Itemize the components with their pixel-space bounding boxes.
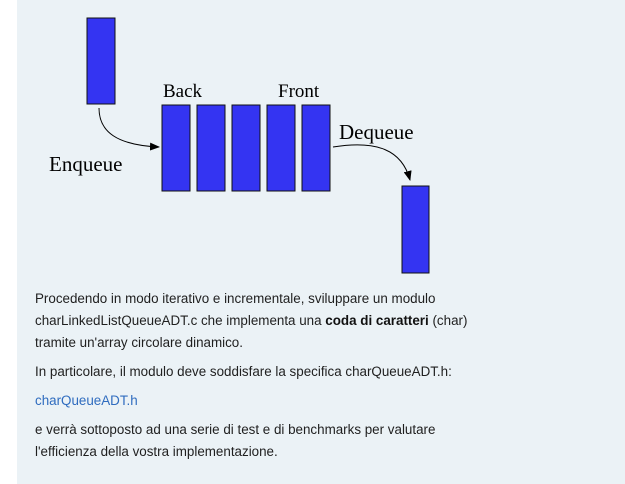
intro-line-2: charLinkedListQueueADT.c che implementa … — [35, 313, 326, 328]
queue-diagram: Back Front Enqueue Dequeue — [49, 17, 430, 274]
queue-slot — [266, 104, 296, 192]
intro-line-1: Procedendo in modo iterativo e increment… — [35, 291, 436, 306]
incoming-element-box — [86, 17, 116, 105]
bold-term: coda di caratteri — [325, 313, 429, 328]
outgoing-element-box — [401, 185, 430, 274]
assignment-text: Procedendo in modo iterativo e increment… — [35, 288, 595, 470]
tests-line-1: e verrà sottoposto ad una serie di test … — [35, 422, 436, 437]
queue-slots — [161, 104, 331, 192]
dequeue-arrow — [332, 144, 412, 181]
dequeue-label: Dequeue — [339, 120, 414, 144]
intro-line-2-end: (char) — [428, 313, 468, 328]
tests-line-2: l'efficienza della vostra implementazion… — [35, 444, 278, 459]
assignment-panel: Back Front Enqueue Dequeue Procedendo in… — [17, 0, 625, 484]
front-label: Front — [278, 81, 320, 102]
queue-slot — [301, 104, 331, 192]
enqueue-arrow — [98, 107, 160, 151]
spec-file-link[interactable]: charQueueADT.h — [35, 393, 138, 408]
paragraph-tests: e verrà sottoposto ad una serie di test … — [35, 419, 595, 463]
paragraph-link: charQueueADT.h — [35, 390, 595, 412]
paragraph-spec: In particolare, il modulo deve soddisfar… — [35, 364, 452, 379]
back-label: Back — [163, 81, 203, 102]
queue-slot — [161, 104, 191, 192]
intro-line-3: tramite un'array circolare dinamico. — [35, 335, 243, 350]
paragraph-intro: Procedendo in modo iterativo e increment… — [35, 288, 595, 354]
queue-slot — [231, 104, 261, 192]
queue-slot — [196, 104, 226, 192]
enqueue-label: Enqueue — [49, 152, 122, 176]
